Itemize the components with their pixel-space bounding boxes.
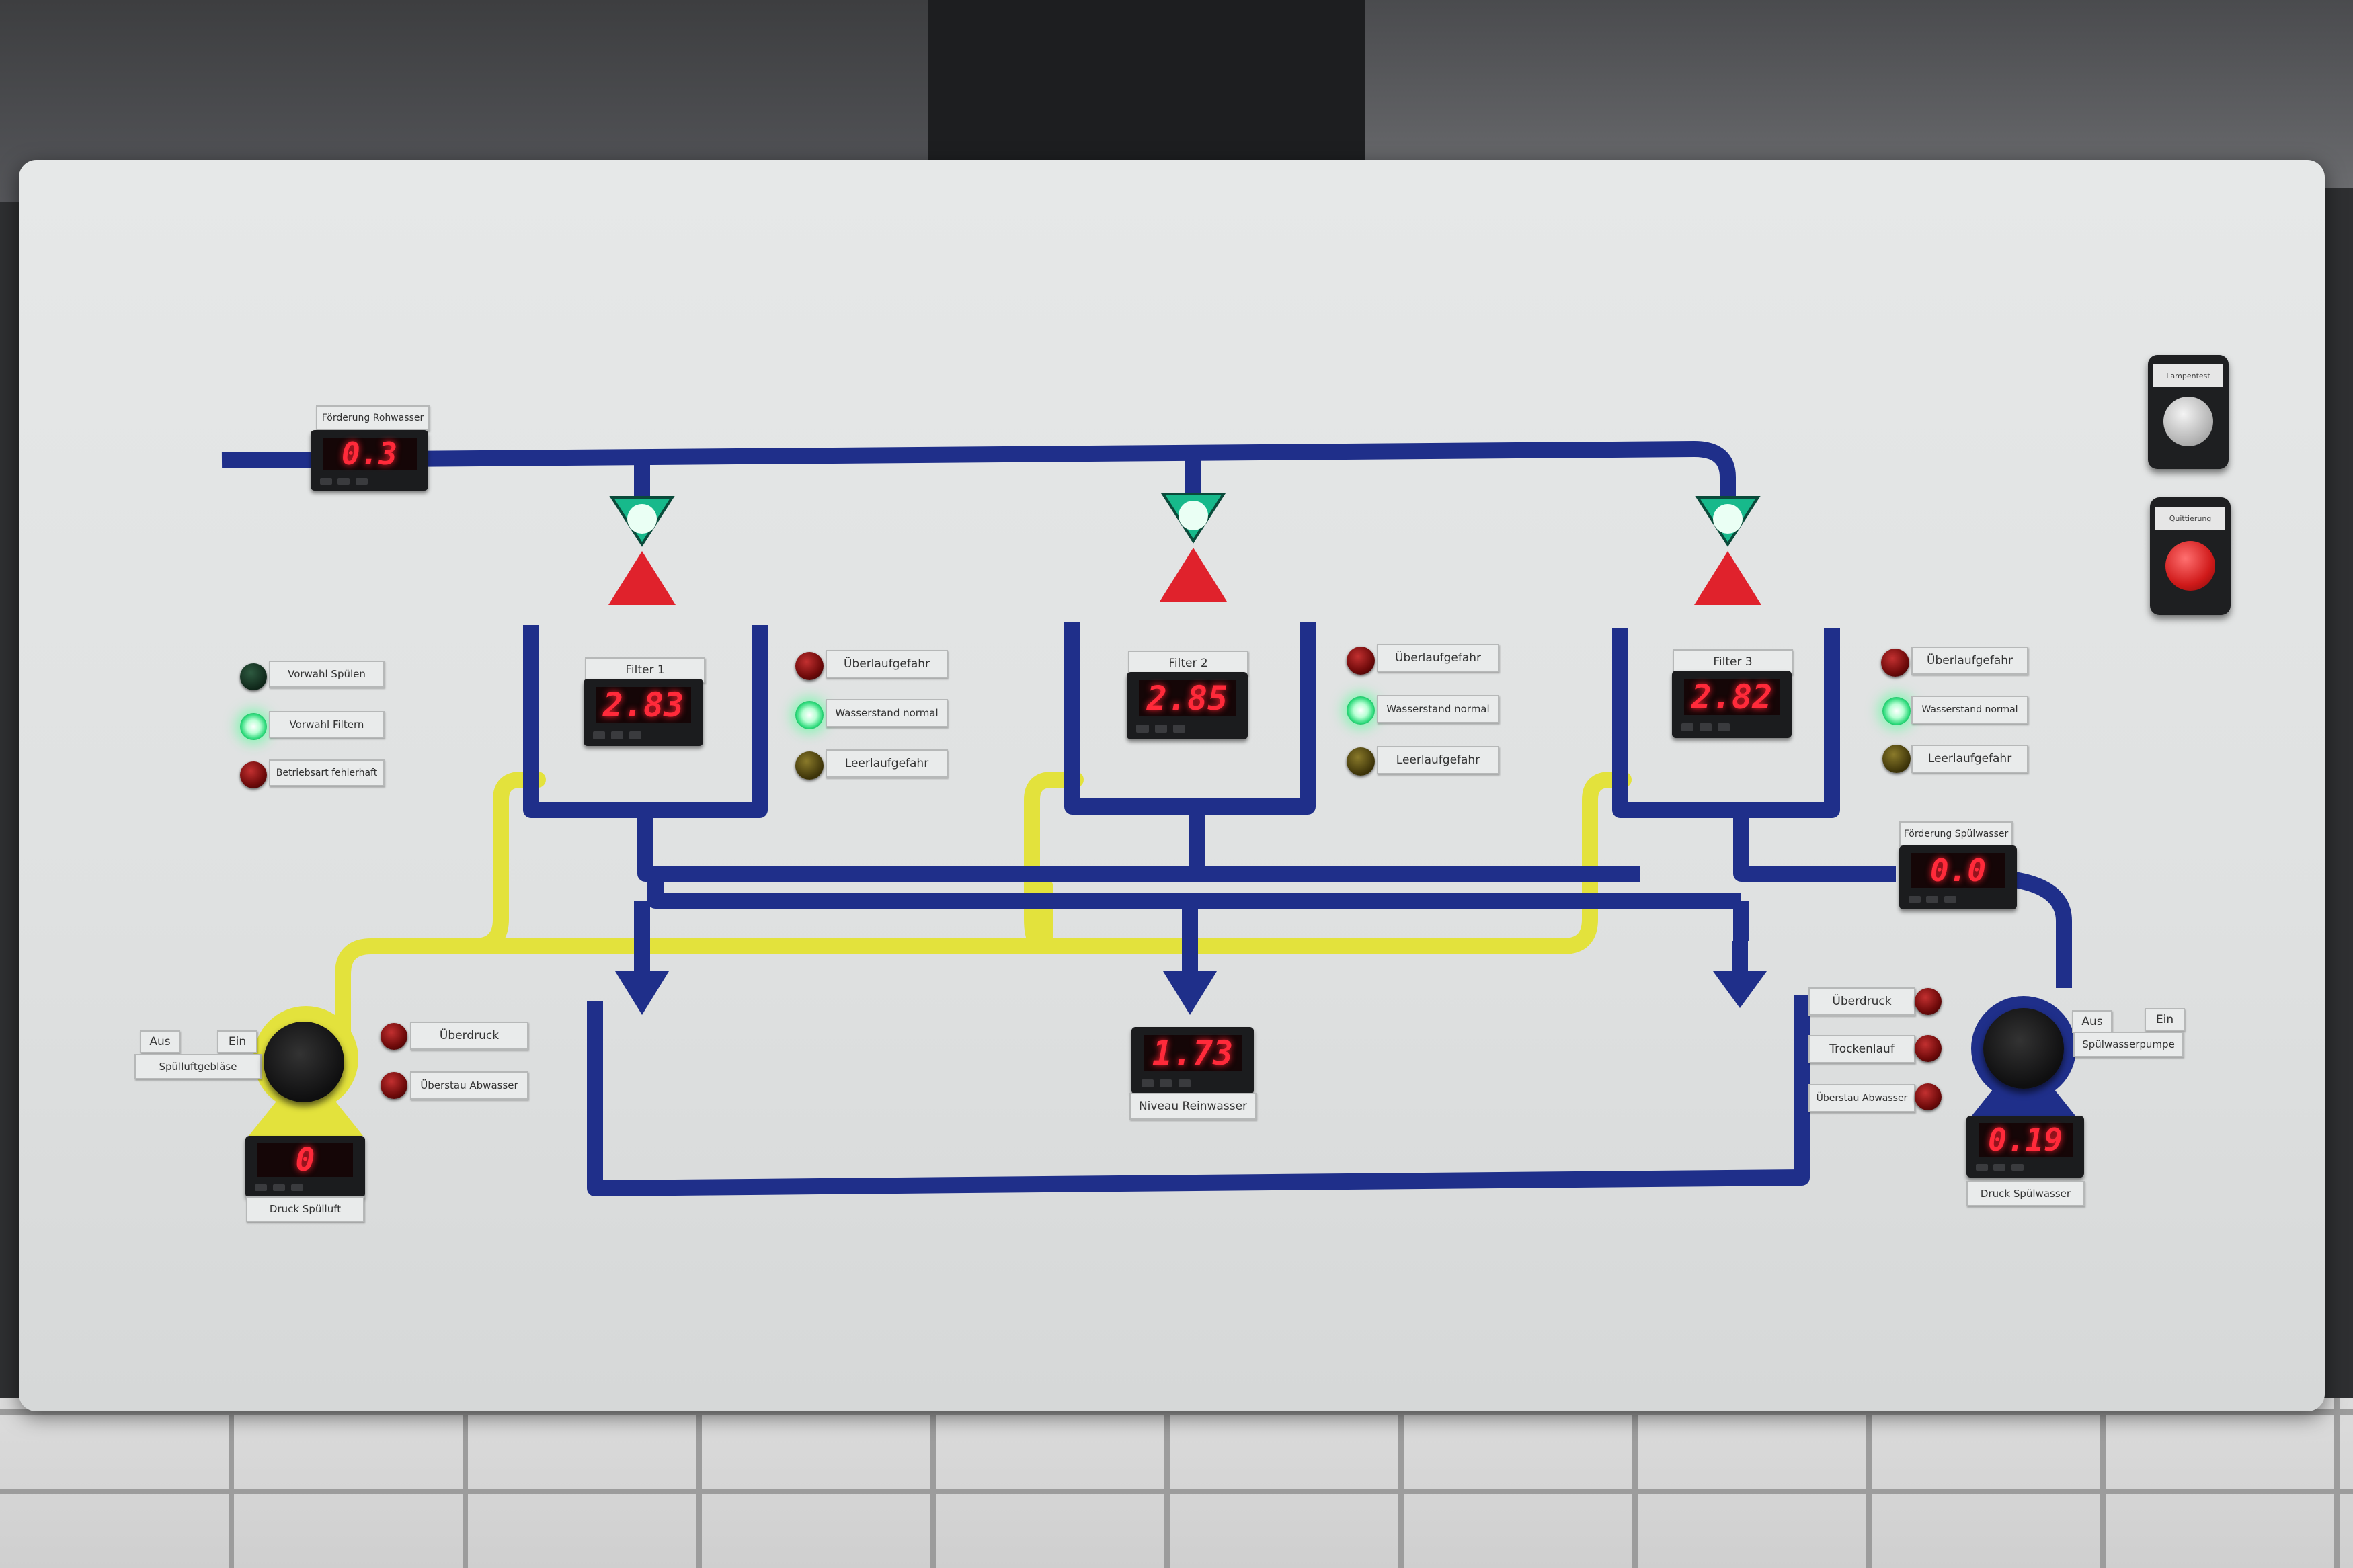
- lamp-vorwahl-spuelen: [240, 663, 267, 690]
- blower-off-label: Aus: [140, 1030, 180, 1053]
- display-foerderung-spuelwasser: 0.0: [1911, 852, 2005, 889]
- display-filter-2: 2.85: [1139, 679, 1236, 718]
- meter-druck-spuelwasser: 0.19: [1966, 1116, 2084, 1178]
- label-filter2-ueberlauf: Überlaufgefahr: [1377, 644, 1499, 672]
- lamp-pump-trockenlauf: [1915, 1035, 1942, 1062]
- meter-keys[interactable]: [1141, 1078, 1244, 1089]
- meter-filter-3: 2.82: [1672, 671, 1792, 738]
- air-pipes: [335, 772, 1632, 1057]
- lamp-test-button[interactable]: Lampentest: [2148, 355, 2229, 469]
- pump-name-label: Spülwasserpumpe: [2073, 1032, 2184, 1057]
- pump-selector-knob[interactable]: [1983, 1008, 2064, 1089]
- acknowledge-cap[interactable]: [2165, 540, 2215, 591]
- lamp-filter3-ueberlauf: [1881, 649, 1909, 677]
- label-pump-ueberstau: Überstau Abwasser: [1808, 1084, 1915, 1112]
- flow-arrows: [615, 971, 1767, 1015]
- lamp-filter3-leerlauf: [1882, 745, 1911, 773]
- lamp-test-cap[interactable]: [2163, 396, 2213, 446]
- label-foerderung-rohwasser: Förderung Rohwasser: [316, 405, 430, 431]
- label-vorwahl-spuelen: Vorwahl Spülen: [269, 661, 385, 688]
- label-foerderung-spuelwasser: Förderung Spülwasser: [1899, 821, 2013, 847]
- lamp-filter3-normal: [1882, 697, 1911, 725]
- lamp-pump-ueberstau: [1915, 1083, 1942, 1110]
- blower-base: [249, 1102, 363, 1136]
- label-druck-spuelwasser: Druck Spülwasser: [1966, 1181, 2085, 1206]
- water-pipes: [221, 441, 2072, 1196]
- label-filter-1: Filter 1: [585, 657, 705, 683]
- lamp-vorwahl-filtern: [240, 713, 267, 740]
- label-blower-ueberdruck: Überdruck: [410, 1022, 528, 1050]
- lamp-filter1-leerlauf: [795, 751, 824, 780]
- label-filter2-normal: Wasserstand normal: [1377, 695, 1499, 723]
- label-betriebsart-fehlerhaft: Betriebsart fehlerhaft: [269, 759, 385, 786]
- lamp-filter2-leerlauf: [1347, 747, 1375, 776]
- meter-niveau-reinwasser: 1.73: [1131, 1027, 1254, 1094]
- display-druck-spuelluft: 0: [257, 1141, 354, 1179]
- blower-selector-knob[interactable]: [264, 1022, 344, 1102]
- label-filter1-ueberlauf: Überlaufgefahr: [826, 650, 948, 678]
- lamp-filter1-normal: [795, 701, 824, 729]
- display-niveau-reinwasser: 1.73: [1144, 1034, 1242, 1073]
- label-filter1-normal: Wasserstand normal: [826, 699, 948, 727]
- display-foerderung-rohwasser: 0.3: [322, 436, 417, 472]
- pump-base: [1966, 1089, 2081, 1122]
- display-filter-3: 2.82: [1683, 677, 1780, 716]
- label-pump-ueberdruck: Überdruck: [1808, 987, 1915, 1016]
- meter-keys[interactable]: [1909, 894, 2007, 904]
- lamp-test-label: Lampentest: [2153, 364, 2223, 387]
- label-filter3-normal: Wasserstand normal: [1911, 696, 2028, 724]
- meter-foerderung-rohwasser: 0.3: [311, 430, 428, 491]
- label-filter3-ueberlauf: Überlaufgefahr: [1911, 647, 2028, 675]
- meter-keys[interactable]: [255, 1183, 356, 1193]
- label-filter2-leerlauf: Leerlaufgefahr: [1377, 746, 1499, 774]
- meter-keys[interactable]: [593, 730, 694, 741]
- tiled-floor: [0, 1398, 2353, 1568]
- acknowledge-button[interactable]: Quittierung: [2150, 497, 2231, 615]
- meter-keys[interactable]: [320, 476, 419, 485]
- meter-keys[interactable]: [1681, 722, 1782, 733]
- label-vorwahl-filtern: Vorwahl Filtern: [269, 711, 385, 738]
- lamp-blower-ueberstau: [381, 1072, 407, 1099]
- meter-foerderung-spuelwasser: 0.0: [1899, 845, 2017, 909]
- lamp-pump-ueberdruck: [1915, 988, 1942, 1015]
- blower-on-label: Ein: [217, 1030, 257, 1053]
- lamp-filter1-ueberlauf: [795, 652, 824, 680]
- label-niveau-reinwasser: Niveau Reinwasser: [1129, 1093, 1257, 1120]
- label-druck-spuelluft: Druck Spülluft: [246, 1196, 364, 1222]
- label-pump-trockenlauf: Trockenlauf: [1808, 1035, 1915, 1063]
- meter-filter-1: 2.83: [584, 679, 703, 746]
- lamp-betriebsart-fehlerhaft: [240, 761, 267, 788]
- meter-druck-spuelluft: 0: [245, 1136, 365, 1198]
- control-panel: [19, 160, 2325, 1411]
- display-filter-1: 2.83: [595, 686, 692, 725]
- label-filter1-leerlauf: Leerlaufgefahr: [826, 749, 948, 778]
- inlet-valves: [608, 493, 1761, 605]
- pump-on-label: Ein: [2145, 1008, 2185, 1031]
- display-druck-spuelwasser: 0.19: [1978, 1122, 2073, 1158]
- background-cabinet: [928, 0, 1365, 175]
- background-wall-right: [1365, 0, 2353, 188]
- meter-filter-2: 2.85: [1127, 672, 1248, 739]
- blower-name-label: Spülluftgebläse: [134, 1054, 262, 1079]
- meter-keys[interactable]: [1976, 1163, 2075, 1173]
- lamp-blower-ueberdruck: [381, 1023, 407, 1050]
- acknowledge-label: Quittierung: [2155, 507, 2225, 530]
- label-filter3-leerlauf: Leerlaufgefahr: [1911, 745, 2028, 773]
- meter-keys[interactable]: [1136, 723, 1238, 734]
- lamp-filter2-ueberlauf: [1347, 647, 1375, 675]
- pump-off-label: Aus: [2072, 1010, 2112, 1033]
- label-blower-ueberstau: Überstau Abwasser: [410, 1071, 528, 1100]
- lamp-filter2-normal: [1347, 696, 1375, 725]
